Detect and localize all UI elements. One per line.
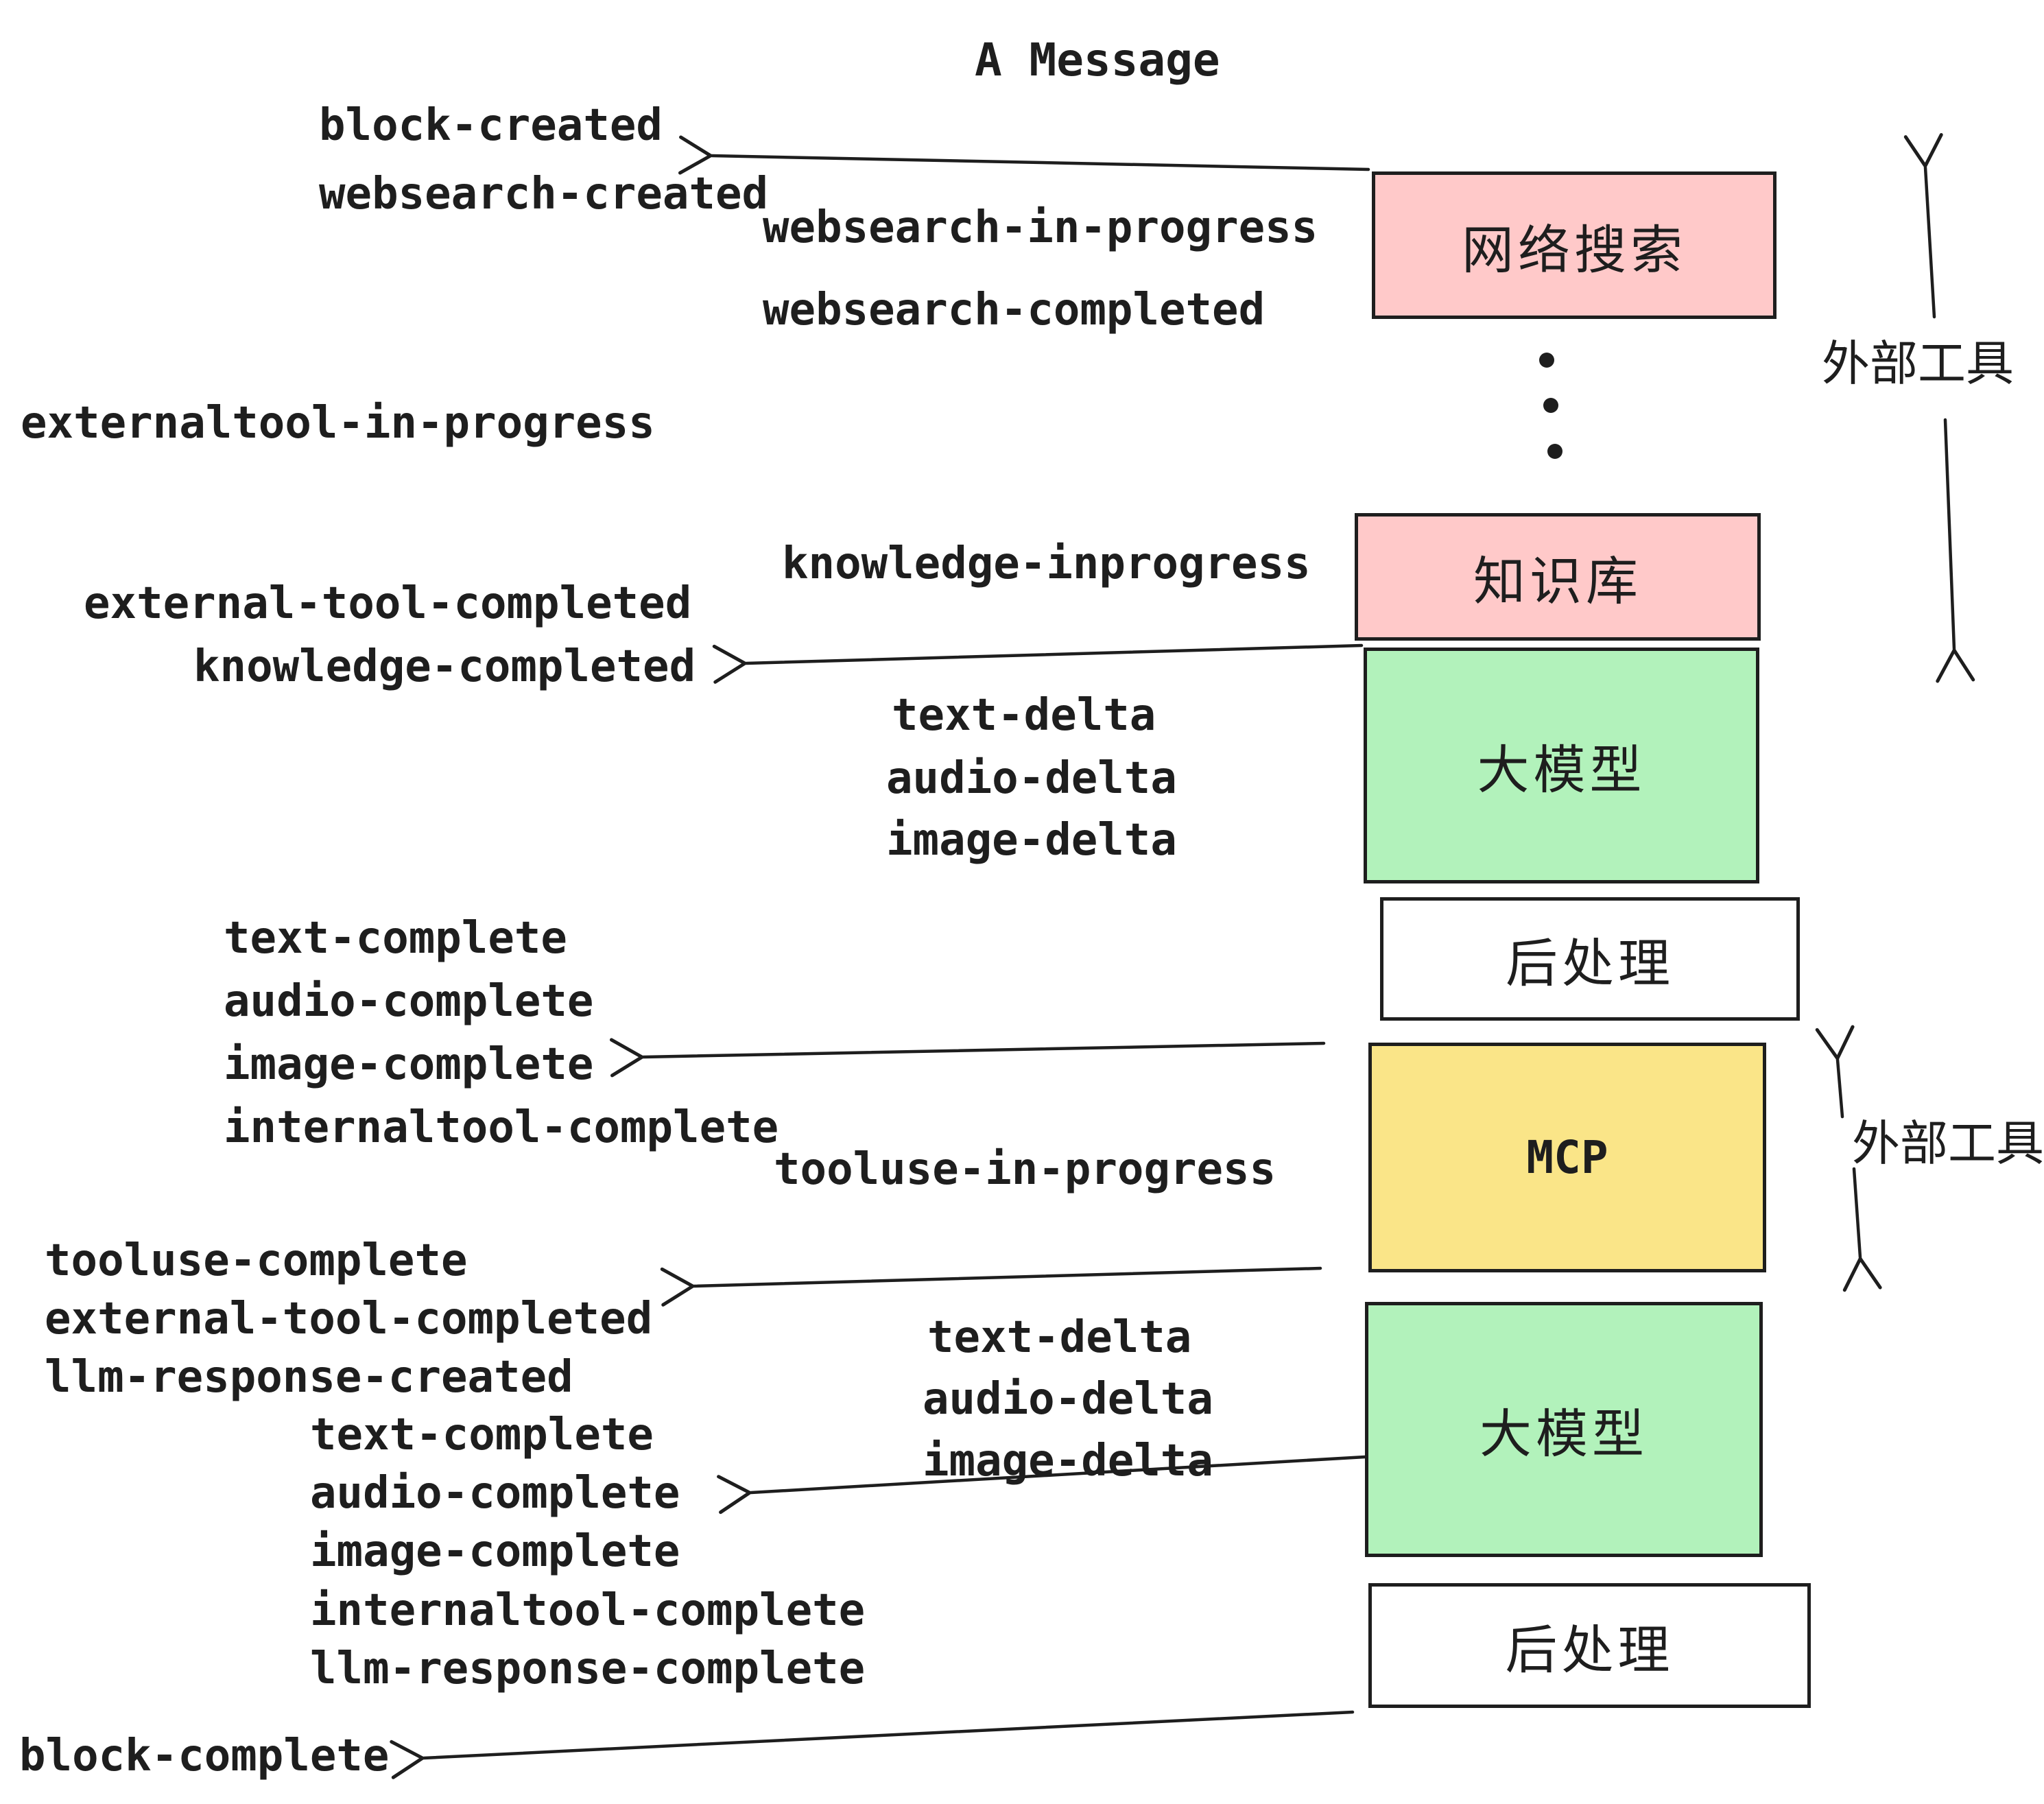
event-label-image-complete-2: image-complete xyxy=(310,1526,680,1577)
node-postprocess-1-label: 后处理 xyxy=(1506,933,1674,994)
event-label-websearch-in-progress: websearch-in-progress xyxy=(763,202,1318,253)
external-tools-mcp-up-arrow xyxy=(1815,1025,1855,1119)
annotation-external-tools-mcp: 外部工具 xyxy=(1852,1115,2044,1172)
event-label-tooluse-complete: tooluse-complete xyxy=(45,1235,468,1286)
event-label-block-complete: block-complete xyxy=(19,1731,390,1781)
annotation-external-tools-top: 外部工具 xyxy=(1822,335,2014,392)
diagram-title: A Message xyxy=(975,34,1220,86)
event-label-tooluse-in-progress: tooluse-in-progress xyxy=(774,1144,1276,1195)
event-label-llm-response-complete: llm-response-complete xyxy=(310,1643,866,1694)
event-label-external-tool-completed-2: external-tool-completed xyxy=(45,1294,653,1344)
external-tools-mcp-down-arrow xyxy=(1842,1167,1882,1292)
node-llm-1-label: 大模型 xyxy=(1477,739,1646,800)
event-label-text-delta-1: text-delta xyxy=(892,690,1156,741)
event-label-audio-delta-2: audio-delta xyxy=(923,1374,1213,1425)
node-llm-2-label: 大模型 xyxy=(1479,1403,1648,1464)
event-label-image-delta-1: image-delta xyxy=(886,815,1177,866)
event-label-audio-complete-1: audio-complete xyxy=(224,976,594,1027)
arrow-to-block-complete xyxy=(390,1710,1355,1779)
arrow-to-audio-complete xyxy=(717,1455,1367,1515)
arrow-to-external-tool-completed xyxy=(660,1266,1322,1307)
node-llm-1: 大模型 xyxy=(1364,648,1759,883)
event-label-llm-response-created: llm-response-created xyxy=(45,1352,573,1403)
arrow-to-knowledge-completed xyxy=(712,643,1364,684)
node-postprocess-2-label: 后处理 xyxy=(1505,1619,1674,1681)
event-label-internaltool-complete-1: internaltool-complete xyxy=(224,1102,779,1153)
node-websearch: 网络搜索 xyxy=(1372,171,1776,319)
event-label-knowledge-completed: knowledge-completed xyxy=(193,641,696,692)
external-tools-top-up-arrow xyxy=(1903,133,1943,319)
event-label-knowledge-inprogress: knowledge-inprogress xyxy=(782,538,1311,589)
event-label-websearch-completed: websearch-completed xyxy=(763,285,1265,335)
event-label-block-created: block-created xyxy=(319,100,663,151)
node-knowledge-base-label: 知识库 xyxy=(1473,551,1642,612)
node-knowledge-base: 知识库 xyxy=(1355,513,1761,641)
event-label-external-tool-completed-1: external-tool-completed xyxy=(84,578,692,629)
event-label-audio-delta-1: audio-delta xyxy=(886,753,1177,804)
event-label-image-complete-1: image-complete xyxy=(224,1039,594,1090)
node-mcp: MCP xyxy=(1368,1043,1766,1272)
event-label-internaltool-complete-2: internaltool-complete xyxy=(310,1585,866,1636)
event-label-audio-complete-2: audio-complete xyxy=(310,1468,680,1519)
ellipsis-dot xyxy=(1543,398,1558,413)
event-label-text-complete-1: text-complete xyxy=(224,913,567,964)
ellipsis-dot xyxy=(1539,353,1554,368)
event-label-image-delta-2: image-delta xyxy=(923,1436,1213,1486)
event-label-text-complete-2: text-complete xyxy=(310,1410,654,1460)
arrow-to-websearch-created xyxy=(678,135,1370,175)
node-postprocess-2: 后处理 xyxy=(1368,1583,1811,1708)
node-llm-2: 大模型 xyxy=(1365,1302,1763,1557)
node-websearch-label: 网络搜索 xyxy=(1462,219,1687,281)
event-label-externaltool-in-progress: externaltool-in-progress xyxy=(21,398,655,449)
arrow-to-image-complete xyxy=(609,1038,1326,1078)
ellipsis-dot xyxy=(1547,444,1562,459)
node-postprocess-1: 后处理 xyxy=(1380,897,1800,1021)
event-label-text-delta-2: text-delta xyxy=(927,1312,1192,1363)
node-mcp-label: MCP xyxy=(1526,1131,1608,1184)
event-label-websearch-created: websearch-created xyxy=(319,169,769,219)
external-tools-top-down-arrow xyxy=(1936,418,1975,683)
